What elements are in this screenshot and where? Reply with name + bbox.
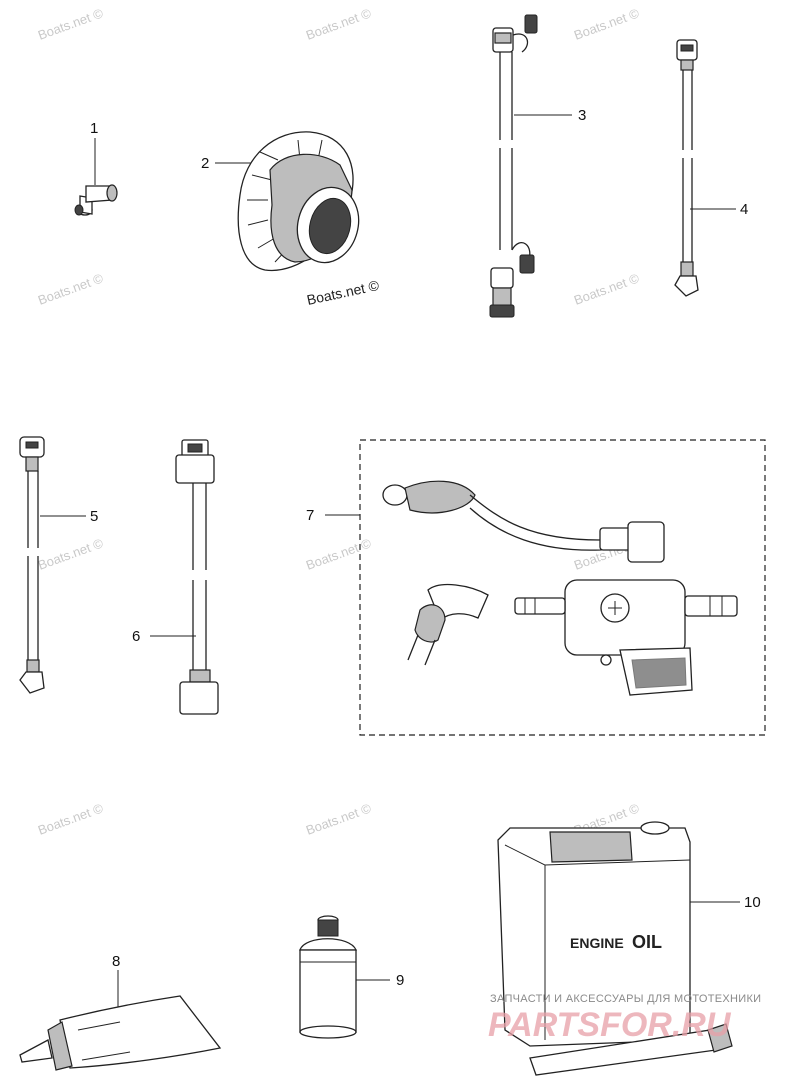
part-3-harness[interactable] (489, 14, 572, 318)
credit-text: Boats.net © (305, 277, 381, 308)
watermark: Boats.net © (304, 800, 374, 838)
part-label: 3 (578, 107, 586, 124)
part-label: 10 (744, 894, 761, 911)
watermark: Boats.net © (304, 5, 374, 43)
part-5-lead[interactable] (19, 436, 86, 694)
part-label: 9 (396, 972, 404, 989)
part-label: 6 (132, 628, 140, 645)
part-6-lead[interactable] (150, 439, 219, 715)
shop-watermark: ЗАПЧАСТИ И АКСЕССУАРЫ ДЛЯ МОТОТЕХНИКИ PA… (488, 993, 761, 1044)
part-8-grease-tube[interactable] (19, 970, 222, 1071)
oil-brand-oil: OIL (632, 932, 662, 952)
part-1-fitting[interactable] (74, 138, 118, 216)
part-9-can[interactable] (299, 915, 390, 1039)
oil-brand-engine: ENGINE (570, 935, 624, 951)
part-7-kit[interactable] (325, 439, 766, 736)
watermarks: Boats.net © Boats.net © Boats.net © Boat… (36, 5, 642, 838)
part-2-grommet[interactable] (215, 131, 367, 272)
part-label: 7 (306, 507, 314, 524)
shop-subtitle: ЗАПЧАСТИ И АКСЕССУАРЫ ДЛЯ МОТОТЕХНИКИ (490, 993, 761, 1005)
shop-logo: PARTSFOR.RU (488, 1006, 732, 1044)
part-label: 1 (90, 120, 98, 137)
watermark: Boats.net © (36, 5, 106, 43)
part-label: 2 (201, 155, 209, 172)
watermark: Boats.net © (36, 800, 106, 838)
part-label: 5 (90, 508, 98, 525)
part-label: 4 (740, 201, 748, 218)
watermark: Boats.net © (36, 270, 106, 308)
watermark: Boats.net © (36, 535, 106, 573)
part-4-lead[interactable] (674, 39, 736, 297)
part-10-oil-container[interactable]: ENGINE OIL (497, 821, 740, 1076)
watermark: Boats.net © (572, 5, 642, 43)
watermark: Boats.net © (304, 535, 374, 573)
watermark: Boats.net © (572, 270, 642, 308)
part-label: 8 (112, 953, 120, 970)
